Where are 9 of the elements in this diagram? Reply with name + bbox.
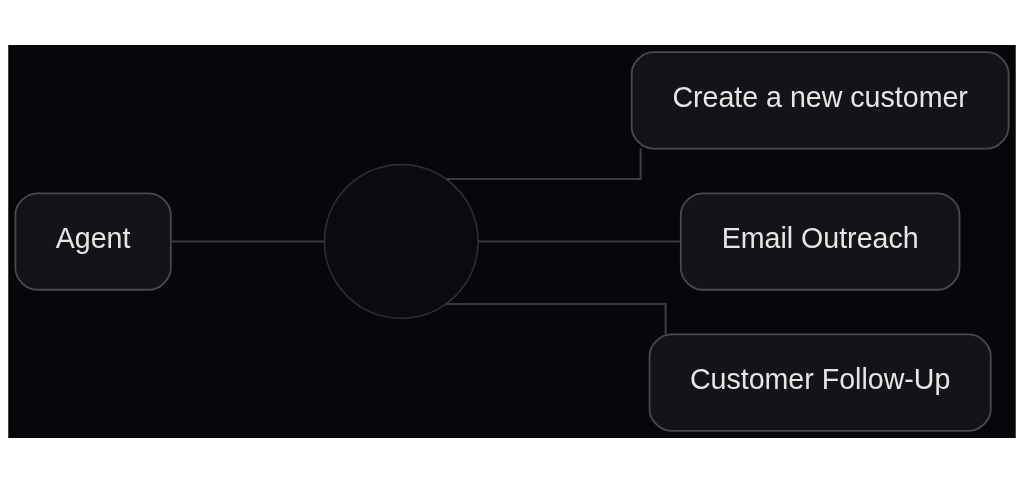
node-box: Customer Follow-Up (648, 333, 992, 432)
connector (446, 302, 667, 334)
connector (446, 148, 642, 180)
node-box: Email Outreach (679, 191, 961, 291)
node-circle (323, 163, 479, 319)
connector (478, 239, 681, 243)
node-box: Create a new customer (630, 50, 1010, 149)
node-box: Agent (14, 191, 172, 291)
connector (170, 239, 325, 243)
